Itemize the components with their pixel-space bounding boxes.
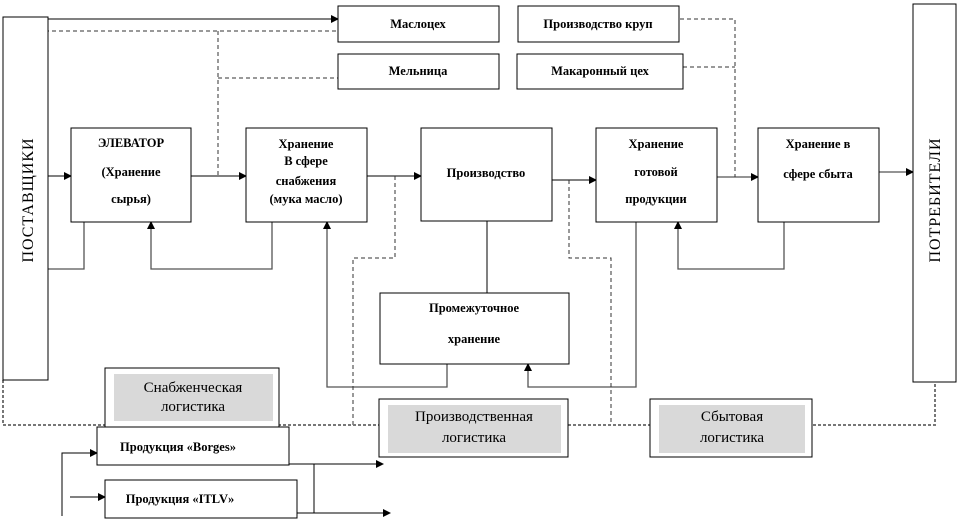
sales-logistics-label: Сбытовая логистика <box>649 398 813 458</box>
box-label: сырья) <box>111 192 151 206</box>
box-label: Хранение <box>629 137 684 151</box>
finished-storage-box: Хранение готовой продукции <box>595 127 718 223</box>
box-label: Хранение в <box>786 137 851 151</box>
box-label: (Хранение <box>101 165 161 179</box>
box-label: готовой <box>634 165 677 179</box>
intermediate-storage-box: Промежуточное хранение <box>379 292 570 365</box>
box-label: хранение <box>448 332 501 346</box>
suppliers-box: ПОСТАВЩИКИ <box>2 16 49 381</box>
box-label: Макаронный цех <box>551 64 650 78</box>
box-label: Мельница <box>389 64 448 78</box>
supply-storage-box: Хранение В сфере снабжения (мука масло) <box>245 127 368 223</box>
box-label: ПОСТАВЩИКИ <box>20 137 37 262</box>
box-label: логистика <box>442 430 506 446</box>
box-label: Производственная <box>415 409 533 425</box>
box-label: Продукция «ITLV» <box>126 492 235 506</box>
box-label: Производство круп <box>543 17 652 31</box>
itlv-product-box: Продукция «ITLV» <box>104 479 298 519</box>
box-label: Снабженческая <box>144 380 243 396</box>
box-label: снабжения <box>276 174 337 188</box>
pasta-box: Макаронный цех <box>516 53 684 90</box>
box-label: Промежуточное <box>429 301 519 315</box>
supply-logistics-label: Снабженческая логистика <box>104 367 280 428</box>
consumers-box: ПОТРЕБИТЕЛИ <box>912 3 957 383</box>
groats-box: Производство круп <box>517 5 680 43</box>
sales-storage-box: Хранение в сфере сбыта <box>757 127 880 223</box>
box-label: продукции <box>625 192 686 206</box>
oil-shop-box: Маслоцех <box>337 5 500 43</box>
box-label: логистика <box>700 430 764 446</box>
box-label: сфере сбыта <box>783 167 853 181</box>
elevator-box: ЭЛЕВАТОР (Хранение сырья) <box>70 127 192 223</box>
box-label: (мука масло) <box>270 192 343 206</box>
production-logistics-label: Производственная логистика <box>378 398 569 458</box>
box-label: ПОТРЕБИТЕЛИ <box>927 137 944 262</box>
production-box: Производство <box>420 127 553 222</box>
box-label: Сбытовая <box>701 409 763 425</box>
mill-box: Мельница <box>337 53 500 90</box>
box-label: Продукция «Borges» <box>120 440 236 454</box>
box-label: В сфере <box>284 154 328 168</box>
box-label: Маслоцех <box>390 17 446 31</box>
box-label: Производство <box>447 166 526 180</box>
box-label: ЭЛЕВАТОР <box>98 136 165 150</box>
box-label: логистика <box>161 399 225 415</box>
borges-product-box: Продукция «Borges» <box>96 426 290 466</box>
box-label: Хранение <box>279 137 334 151</box>
